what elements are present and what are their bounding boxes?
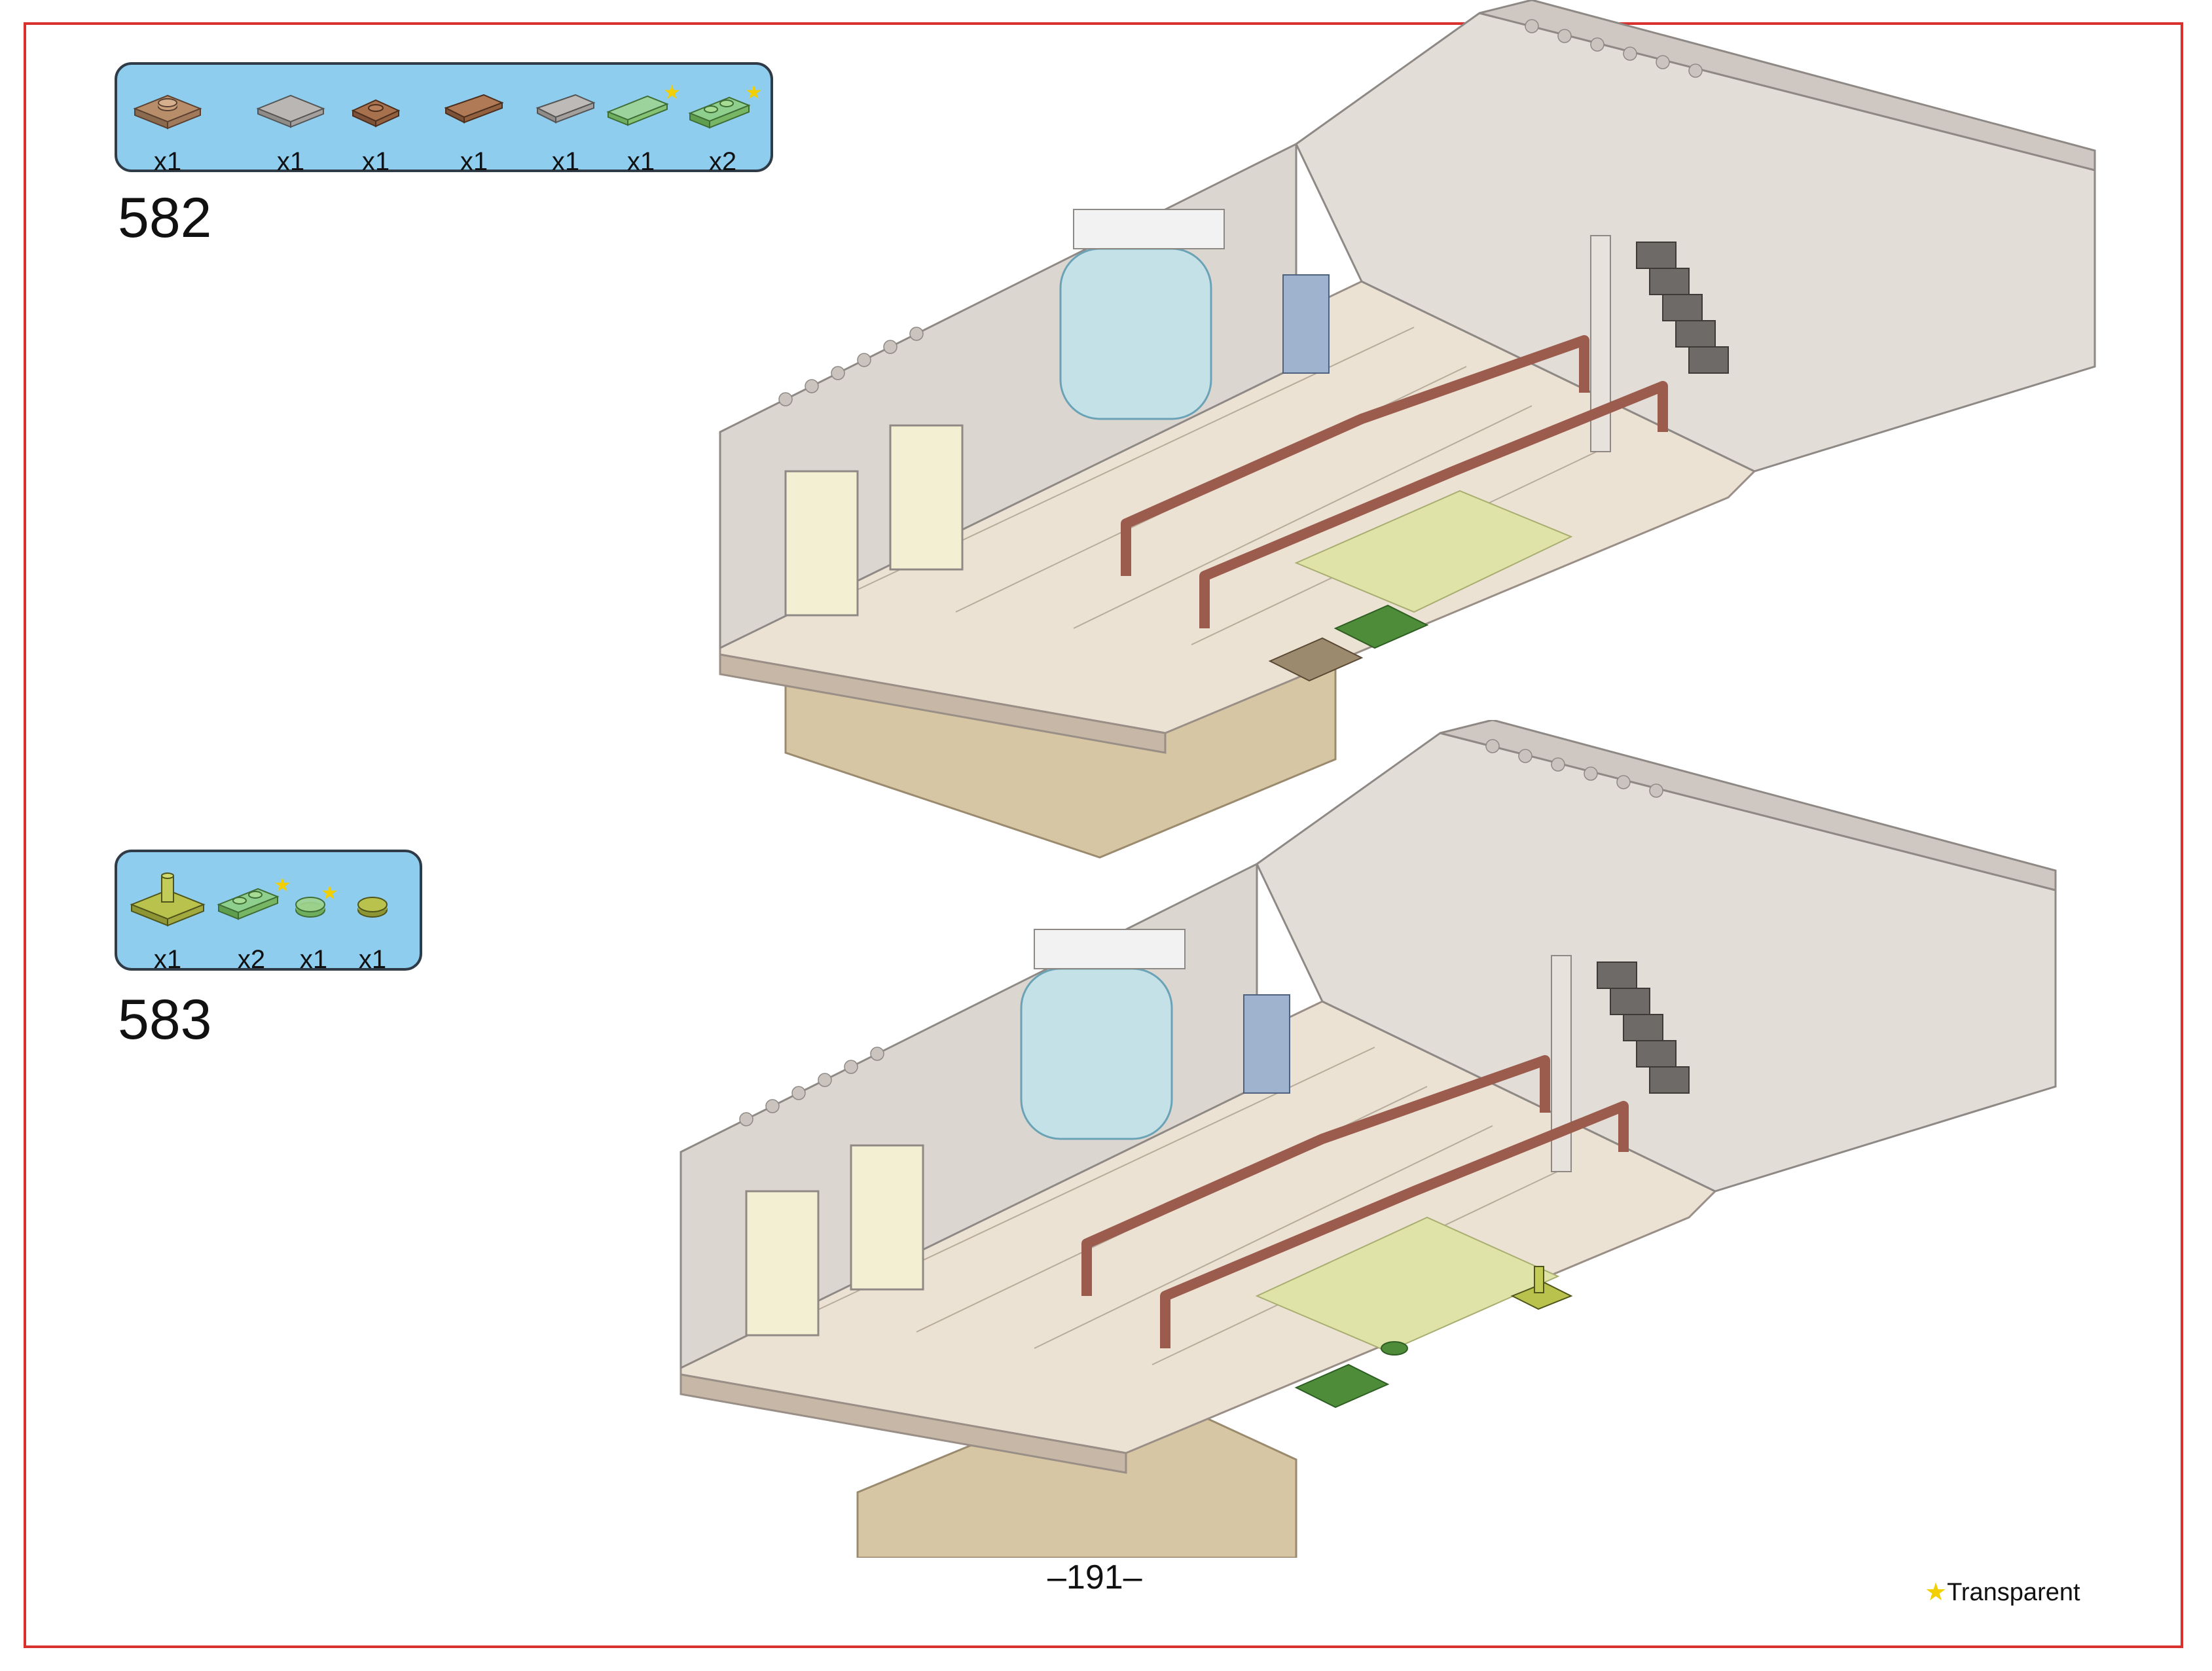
part-item: x1 [333,79,418,176]
part-item: x1 [248,79,333,176]
build-illustration-582 [719,0,2096,859]
svg-text:★: ★ [745,81,762,104]
parts-list-582: x1 x1 x1 x1 x1 [115,62,773,176]
step-number: 583 [118,988,212,1051]
part-item: x1 [125,867,210,974]
part-item: x1 [523,79,608,176]
part-item: ★ x1 [281,867,346,974]
trans-green-tile-icon: ★ [606,81,680,126]
svg-text:★: ★ [274,874,291,897]
olive-round-tile-icon [357,897,388,918]
trans-green-plate-icon: ★ [688,81,762,129]
part-item: x1 [125,79,210,176]
step-number: 582 [118,187,212,249]
star-icon: ★ [1925,1579,1948,1606]
brown-jumper-plate-icon [351,99,401,128]
tan-plate-2x2-stud-icon [133,94,202,130]
parts-list-583: x1 ★ x2 ★ x1 x1 [115,850,422,974]
trans-green-round-tile-icon: ★ [295,882,338,918]
page-frame [24,22,2183,1648]
part-item: x1 [431,79,517,176]
gray-tile-1x2-icon [535,94,596,124]
svg-text:★: ★ [321,882,338,905]
trans-green-plate-icon: ★ [217,874,291,920]
legend-label: Transparent [1947,1579,2080,1606]
transparent-legend: ★Transparent [1925,1577,2080,1607]
svg-text:★: ★ [663,81,680,104]
part-item: ★ x2 [209,867,294,974]
part-item: ★ x1 [598,79,683,176]
gray-tile-2x2-icon [256,94,325,128]
part-item: x1 [340,867,405,974]
brown-tile-1x2-icon [444,94,504,124]
build-illustration-583 [680,720,2057,1558]
olive-plate-with-bar-icon [130,872,206,927]
page-number: –191– [1047,1558,1142,1596]
part-item: ★ x2 [680,79,765,176]
